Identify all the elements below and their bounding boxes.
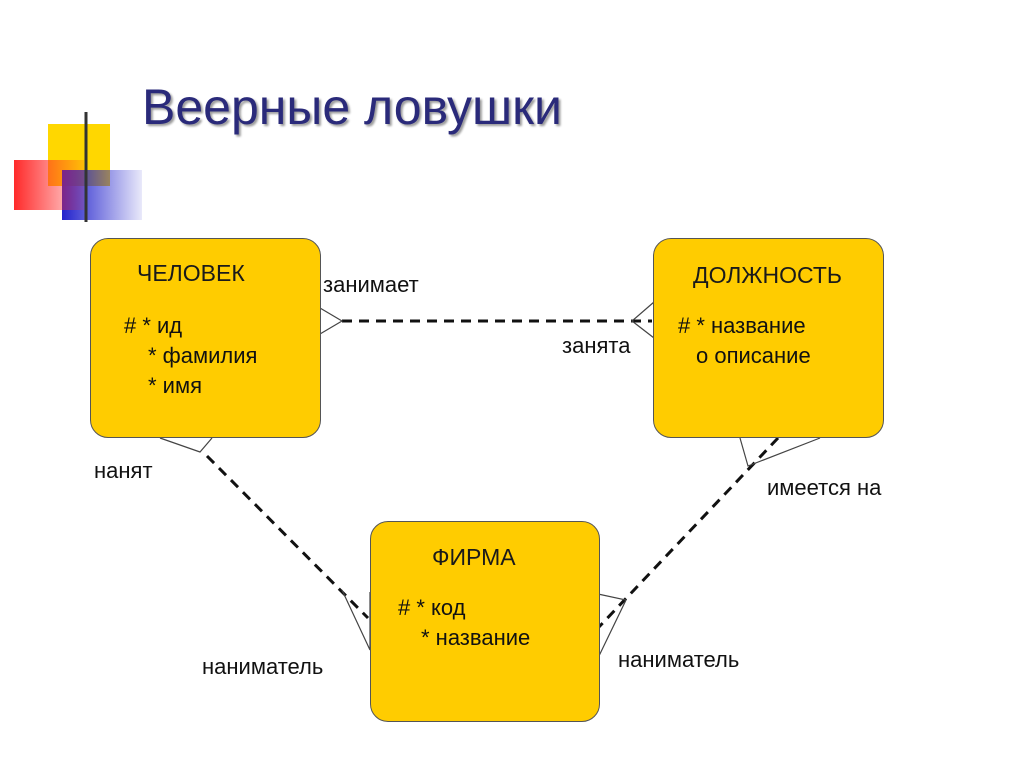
entity-position-name: ДОЛЖНОСТЬ [693,262,843,288]
entity-firm[interactable] [370,521,600,722]
crows-foot-position-firm [739,437,821,467]
corner-decoration [14,112,950,222]
crows-foot-person-position [319,307,344,335]
person-firm-line [205,454,370,620]
rel-label-employer-left: наниматель [202,654,324,679]
entity-position-attr-description: o описание [696,343,811,368]
rel-label-hired: нанят [94,458,153,483]
slide-title: Веерные ловушки [142,79,562,135]
entity-firm-name: ФИРМА [432,544,516,570]
entity-firm-attr-title: * название [421,625,531,650]
crows-foot-position-person [631,301,655,339]
entity-firm-attr-code: # * код [398,595,466,620]
entity-person-attr-name: * имя [148,373,203,398]
deco-red-square [14,160,84,210]
entity-person-attr-id: # * ид [124,313,183,338]
rel-label-exists-at: имеется на [767,475,882,500]
entity-position-attr-title: # * название [678,313,806,338]
rel-label-occupied: занята [562,333,631,358]
crows-foot-firm-position [597,593,627,659]
position-firm-line [596,436,780,630]
entity-person-name: ЧЕЛОВЕК [137,260,245,286]
crows-foot-person-firm [159,437,213,453]
rel-label-occupies: занимает [323,272,419,297]
entity-position[interactable] [653,238,884,438]
entity-person[interactable] [90,238,321,438]
rel-label-employer-right: наниматель [618,647,740,672]
entity-person-attr-surname: * фамилия [148,343,258,368]
crows-foot-firm-person [341,589,371,651]
